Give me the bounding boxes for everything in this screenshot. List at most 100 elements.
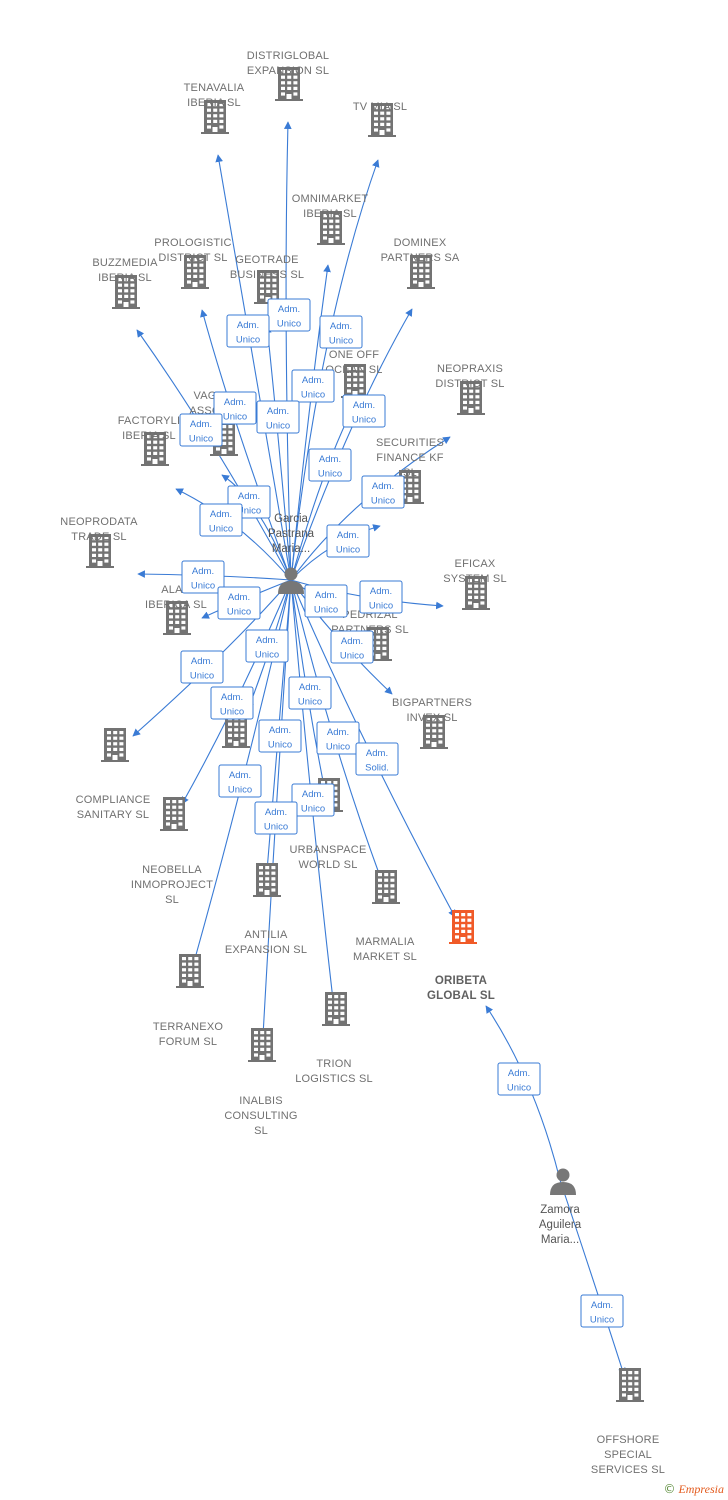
- role-badge[interactable]: Adm.Unico: [226, 314, 270, 348]
- person-name: Maria...: [272, 543, 310, 555]
- role-badge[interactable]: Adm.Unico: [288, 676, 332, 710]
- role-badge-box: [213, 391, 257, 425]
- role-label: Unico: [266, 421, 290, 432]
- role-badge[interactable]: Adm.Unico: [210, 686, 254, 720]
- role-badge[interactable]: Adm.Unico: [181, 560, 225, 594]
- footer-brand[interactable]: © Empresia: [663, 1482, 724, 1497]
- role-badge[interactable]: Adm.Unico: [291, 369, 335, 403]
- person-name: Garcia: [274, 513, 308, 525]
- role-badge[interactable]: Adm.Unico: [330, 630, 374, 664]
- role-badge-box: [245, 629, 289, 663]
- role-label: Adm.: [256, 635, 278, 646]
- role-label: Unico: [301, 804, 325, 815]
- building-icon: [449, 910, 477, 944]
- role-badge[interactable]: Adm.Unico: [361, 475, 405, 509]
- building-icon: [317, 211, 345, 245]
- role-label: Unico: [301, 390, 325, 401]
- company-name: CONSULTING: [224, 1110, 297, 1122]
- building-icon: [322, 992, 350, 1026]
- role-badge[interactable]: Adm.Unico: [304, 584, 348, 618]
- role-badge-box: [580, 1294, 624, 1328]
- role-badge[interactable]: Adm.Unico: [199, 503, 243, 537]
- role-label: Adm.: [278, 304, 300, 315]
- role-badge[interactable]: Adm.Solid.: [355, 742, 399, 776]
- role-badge[interactable]: Adm.Unico: [308, 448, 352, 482]
- role-badge[interactable]: Adm.Unico: [267, 298, 311, 332]
- role-badge-box: [258, 719, 302, 753]
- role-label: Unico: [314, 605, 338, 616]
- role-badge[interactable]: Adm.Unico: [326, 524, 370, 558]
- company-name: PROLOGISTIC: [154, 237, 231, 249]
- role-badge[interactable]: Adm.Unico: [359, 580, 403, 614]
- company-name: TRADE SL: [71, 531, 126, 543]
- company-name: EXPANSION SL: [225, 944, 307, 956]
- role-badge-box: [210, 686, 254, 720]
- company-name: LOGISTICS SL: [295, 1073, 373, 1085]
- role-label: Adm.: [224, 397, 246, 408]
- role-badge[interactable]: Adm.Unico: [580, 1294, 624, 1328]
- brand-logo: Empresia: [678, 1482, 724, 1496]
- company-name: OFFSHORE: [597, 1434, 660, 1446]
- copyright-icon: ©: [663, 1482, 676, 1496]
- edge-p2-offshore: [559, 1179, 626, 1376]
- role-badge[interactable]: Adm.Unico: [319, 315, 363, 349]
- company-name: FINANCE KF: [376, 452, 443, 464]
- role-badge[interactable]: Adm.Unico: [258, 719, 302, 753]
- role-badge-box: [199, 503, 243, 537]
- edge-p1-tvmia: [290, 159, 380, 581]
- building-icon: [420, 715, 448, 749]
- company-name: TENAVALIA: [184, 82, 245, 94]
- role-badge[interactable]: Adm.Unico: [217, 586, 261, 620]
- role-label: Adm.: [591, 1300, 613, 1311]
- company-name: MARMALIA: [355, 936, 415, 948]
- role-badge[interactable]: Adm.Unico: [342, 394, 386, 428]
- role-labels-layer: Adm.UnicoAdm.UnicoAdm.UnicoAdm.UnicoAdm.…: [179, 298, 624, 1328]
- company-name: FORUM SL: [159, 1036, 217, 1048]
- role-badge-box: [342, 394, 386, 428]
- person-node-p1[interactable]: GarciaPastranaMaria...: [268, 513, 315, 594]
- role-badge[interactable]: Adm.Unico: [254, 801, 298, 835]
- building-icon: [141, 432, 169, 466]
- role-badge[interactable]: Adm.Unico: [213, 391, 257, 425]
- role-badge[interactable]: Adm.Unico: [256, 400, 300, 434]
- building-icon: [160, 797, 188, 831]
- role-badge[interactable]: Adm.Unico: [497, 1062, 541, 1096]
- building-icon: [275, 67, 303, 101]
- role-badge[interactable]: Adm.Unico: [218, 764, 262, 798]
- role-label: Unico: [268, 740, 292, 751]
- role-badge-box: [326, 524, 370, 558]
- role-badge[interactable]: Adm.Unico: [245, 629, 289, 663]
- role-badge[interactable]: Adm.Unico: [179, 413, 223, 447]
- role-label: Adm.: [238, 491, 260, 502]
- company-name: VAG: [193, 390, 216, 402]
- role-badge[interactable]: Adm.Unico: [180, 650, 224, 684]
- company-node-tvmia[interactable]: TV MIA SL: [353, 101, 407, 137]
- role-badge[interactable]: Adm.Unico: [316, 721, 360, 755]
- person-node-p2[interactable]: ZamoraAguileraMaria...: [539, 1168, 582, 1247]
- role-badge[interactable]: Adm.Unico: [291, 783, 335, 817]
- role-badge-box: [291, 783, 335, 817]
